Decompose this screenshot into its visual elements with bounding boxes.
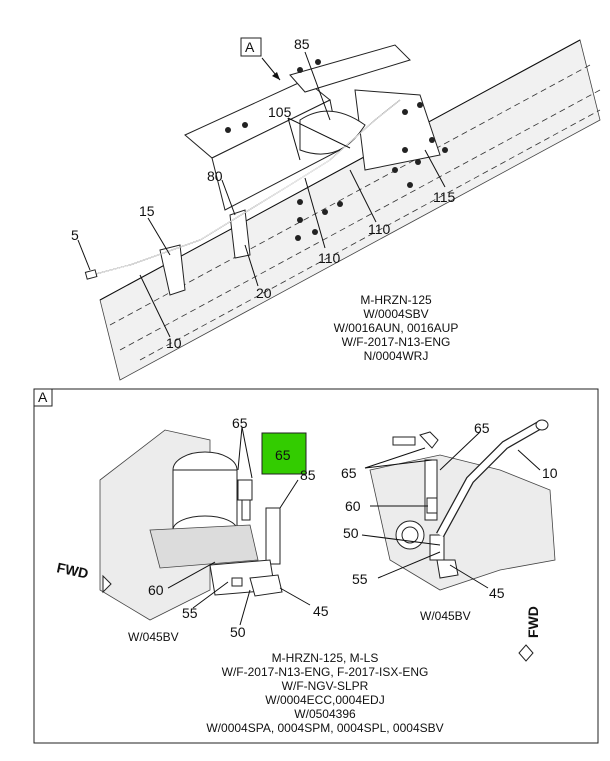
right-variant-label: W/045BV xyxy=(420,609,471,623)
detail-note-4: W/0004ECC,0004EDJ xyxy=(265,693,384,707)
view-letter: A xyxy=(245,39,255,55)
callout-115: 115 xyxy=(433,189,456,205)
right-callout-65-top: 65 xyxy=(474,420,490,436)
left-callout-60: 60 xyxy=(148,582,164,598)
detail-note-3: W/F-NGV-SLPR xyxy=(282,679,369,693)
callout-5: 5 xyxy=(71,227,79,243)
left-assembly xyxy=(99,429,283,621)
callout-15: 15 xyxy=(139,203,155,219)
left-callout-45: 45 xyxy=(313,603,329,619)
right-leaders xyxy=(361,431,541,589)
detail-letter-box xyxy=(33,388,53,407)
highlight-box-65 xyxy=(261,432,307,475)
detail-note-5: W/0504396 xyxy=(294,707,356,721)
callout-85: 85 xyxy=(294,36,310,52)
detail-letter: A xyxy=(38,389,48,405)
callout-80: 80 xyxy=(207,168,223,184)
right-callout-65-left: 65 xyxy=(341,465,357,481)
right-callout-60: 60 xyxy=(345,498,361,514)
top-note-1: M-HRZN-125 xyxy=(360,293,432,307)
right-callout-10: 10 xyxy=(542,465,558,481)
top-note-2: W/0004SBV xyxy=(363,307,428,321)
right-callout-45: 45 xyxy=(489,585,505,601)
right-callout-50: 50 xyxy=(343,525,359,541)
callout-20: 20 xyxy=(256,285,272,301)
top-view: A xyxy=(71,36,601,381)
left-callout-65-top: 65 xyxy=(232,415,248,431)
right-callout-55: 55 xyxy=(352,571,368,587)
detail-view: A 65 65 85 60 55 xyxy=(33,388,599,744)
top-note-5: N/0004WRJ xyxy=(364,349,429,363)
callout-110-b: 110 xyxy=(368,221,391,237)
top-leaders xyxy=(77,51,446,338)
left-variant-label: W/045BV xyxy=(128,630,179,644)
left-leaders xyxy=(167,426,311,626)
fwd-label-right: FWD xyxy=(525,606,541,638)
detail-note-1: M-HRZN-125, M-LS xyxy=(272,651,379,665)
detail-notes: M-HRZN-125, M-LS W/F-2017-N13-ENG, F-201… xyxy=(206,651,443,735)
top-note-4: W/F-2017-N13-ENG xyxy=(342,335,451,349)
left-callout-65-highlight: 65 xyxy=(275,447,291,463)
left-callout-50: 50 xyxy=(230,624,246,640)
left-callout-55: 55 xyxy=(182,605,198,621)
detail-note-2: W/F-2017-N13-ENG, F-2017-ISX-ENG xyxy=(222,665,429,679)
fwd-label-left: FWD xyxy=(55,559,90,581)
top-note-3: W/0016AUN, 0016AUP xyxy=(334,321,459,335)
callout-110-a: 110 xyxy=(318,250,341,266)
detail-note-6: W/0004SPA, 0004SPM, 0004SPL, 0004SBV xyxy=(206,721,443,735)
callout-10: 10 xyxy=(166,335,182,351)
left-callout-85: 85 xyxy=(300,467,316,483)
fwd-arrow-left: FWD xyxy=(55,559,112,594)
top-notes: M-HRZN-125 W/0004SBV W/0016AUN, 0016AUP … xyxy=(334,293,459,363)
callout-105: 105 xyxy=(268,104,292,120)
fwd-arrow-right: FWD xyxy=(518,606,541,662)
view-letter-box xyxy=(240,37,262,57)
